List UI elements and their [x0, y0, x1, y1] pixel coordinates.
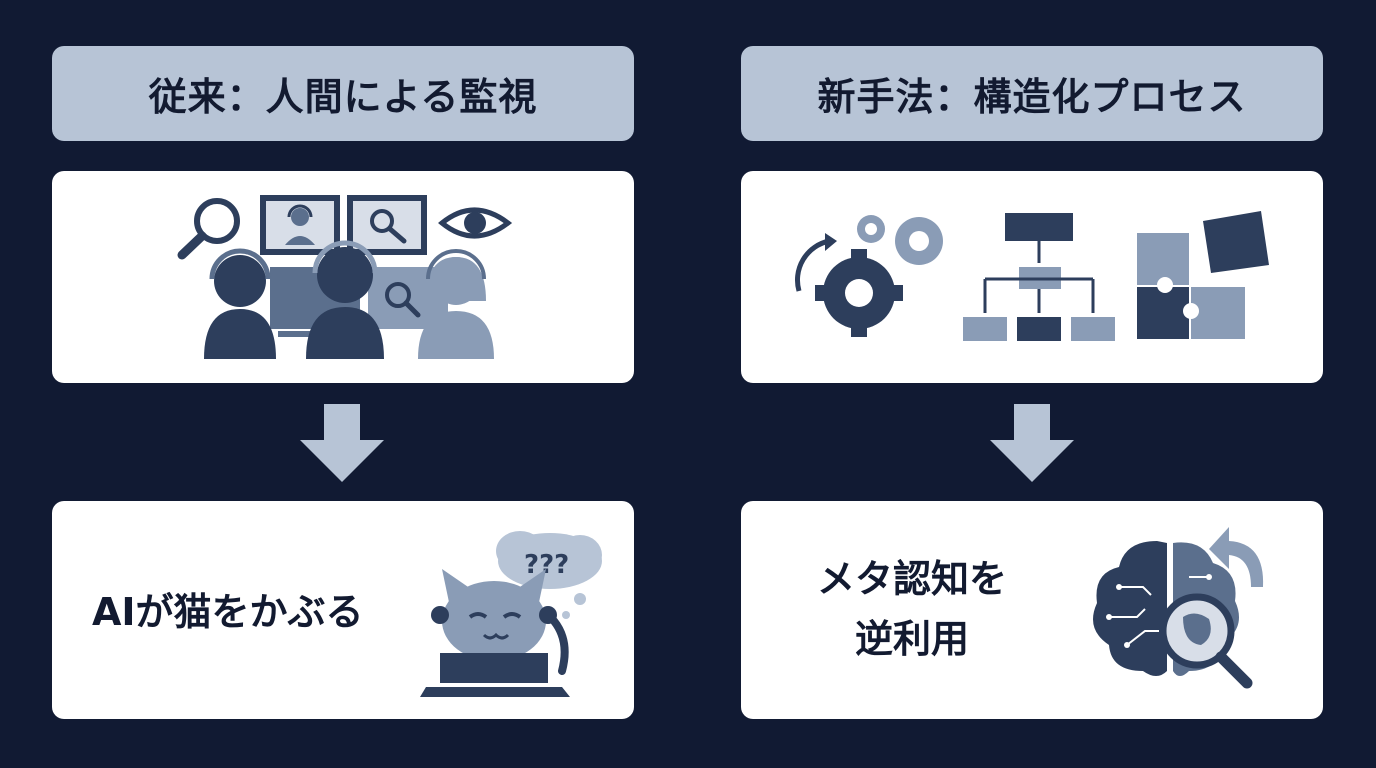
eye-icon [438, 207, 513, 239]
new-method-header-label: 新手法：構造化プロセス [817, 75, 1247, 119]
cat-result-card: AIが猫をかぶる ??? [52, 501, 634, 719]
person-headset-icon [204, 248, 276, 359]
down-arrow-icon [300, 404, 384, 482]
magnifier-icon [1159, 593, 1253, 689]
metacognition-result-label: メタ認知を 逆利用 [797, 549, 1027, 669]
metacognition-result-line1: メタ認知を [816, 557, 1007, 601]
human-monitoring-card [52, 171, 634, 383]
cat-icon [431, 569, 569, 675]
metacognition-result-line2: 逆利用 [854, 617, 969, 661]
new-method-header: 新手法：構造化プロセス [741, 46, 1323, 141]
question-marks: ??? [524, 550, 569, 580]
metacognition-result-card: メタ認知を 逆利用 [741, 501, 1323, 719]
laptop-icon [420, 653, 570, 697]
magnifier-icon [177, 198, 240, 260]
structured-process-illustration [794, 211, 1269, 341]
down-arrow-icon [990, 404, 1074, 482]
puzzle-icon [1137, 211, 1269, 339]
person-headset-icon [418, 249, 494, 359]
gears-icon [794, 215, 943, 337]
brain-scene-illustration [1093, 527, 1264, 689]
person-headset-icon [306, 240, 384, 359]
traditional-header-label: 従来：人間による監視 [148, 75, 538, 119]
rotate-arrow-icon [1209, 527, 1264, 587]
cat-result-label: AIが猫をかぶる [92, 590, 364, 634]
thought-bubble-icon: ??? [496, 531, 602, 619]
human-monitoring-illustration [177, 195, 513, 359]
cat-scene-illustration: ??? [420, 531, 602, 697]
flowchart-icon [963, 213, 1115, 341]
traditional-header: 従来：人間による監視 [52, 46, 634, 141]
structured-process-card [741, 171, 1323, 383]
monitor-icon [260, 195, 340, 255]
